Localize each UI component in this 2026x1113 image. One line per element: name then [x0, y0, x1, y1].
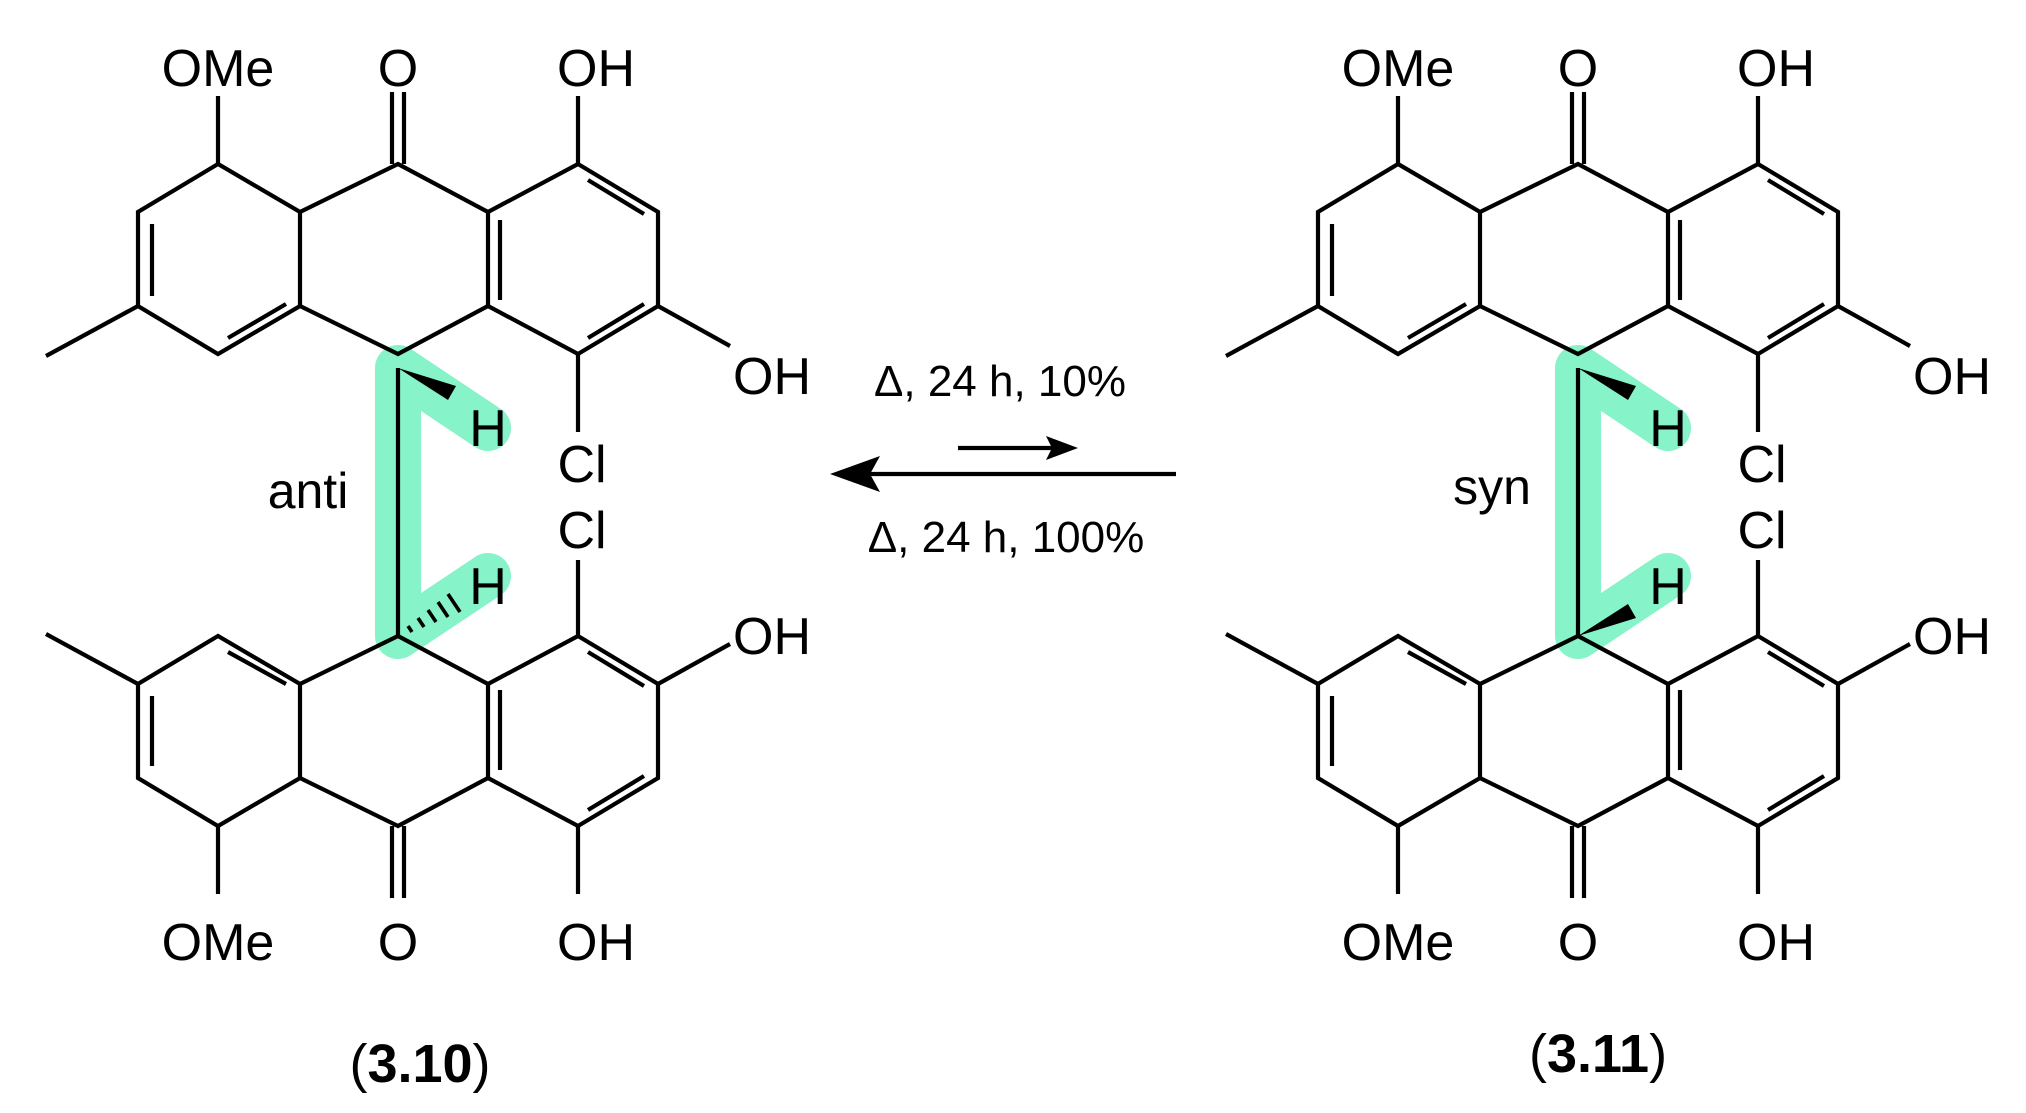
bottom-anthrone-skeleton: [1224, 560, 1912, 898]
caption-number: 3.11: [1547, 1024, 1649, 1084]
top-oh-side-label: OH: [733, 348, 811, 406]
bottom-carbonyl-o-label: O: [1558, 914, 1598, 972]
caption-number: 3.10: [367, 1034, 472, 1094]
top-anthrone-skeleton: [1224, 92, 1912, 432]
top-cl-label: Cl: [557, 436, 606, 494]
top-oh-label: OH: [1737, 40, 1815, 98]
top-h-label: H: [1649, 400, 1687, 458]
anti-label: anti: [268, 463, 349, 519]
bottom-ome-label: OMe: [162, 914, 275, 972]
top-carbonyl-o-label: O: [1558, 40, 1598, 98]
top-ome-label: OMe: [1342, 40, 1455, 98]
forward-conditions: Δ, 24 h, 10%: [874, 357, 1126, 406]
bottom-ome-label: OMe: [1342, 914, 1455, 972]
caption-paren-open: (: [349, 1034, 367, 1094]
bottom-oh-side-label: OH: [1913, 608, 1991, 666]
syn-label: syn: [1453, 459, 1531, 515]
top-ome-label: OMe: [162, 40, 275, 98]
bottom-anthrone-skeleton: [44, 560, 732, 898]
bottom-oh-label: OH: [1737, 914, 1815, 972]
bottom-carbonyl-o-label: O: [378, 914, 418, 972]
bottom-oh-side-label: OH: [733, 608, 811, 666]
top-oh-side-label: OH: [1913, 348, 1991, 406]
bottom-cl-label: Cl: [557, 502, 606, 560]
caption-paren-close: ): [473, 1034, 491, 1094]
equilibrium-arrows: Δ, 24 h, 10% Δ, 24 h, 100%: [830, 357, 1176, 562]
bottom-h-label: H: [469, 558, 507, 616]
compound-3-11: OMe O OH OH Cl H syn Cl H OH OMe O OH (3…: [1224, 40, 1991, 1084]
caption-paren-open: (: [1529, 1024, 1547, 1084]
bottom-h-label: H: [1649, 558, 1687, 616]
top-h-label: H: [469, 400, 507, 458]
compound-caption-3-10: (3.10): [349, 1034, 490, 1094]
bottom-cl-label: Cl: [1737, 502, 1786, 560]
compound-3-10: OMe O OH OH Cl H anti Cl H OH OMe O OH (…: [44, 40, 811, 1094]
top-oh-label: OH: [557, 40, 635, 98]
compound-caption-3-11: (3.11): [1529, 1024, 1667, 1084]
reverse-conditions: Δ, 24 h, 100%: [868, 513, 1144, 562]
top-cl-label: Cl: [1737, 436, 1786, 494]
top-anthrone-skeleton: [44, 92, 732, 432]
caption-paren-close: ): [1649, 1024, 1667, 1084]
top-carbonyl-o-label: O: [378, 40, 418, 98]
bottom-oh-label: OH: [557, 914, 635, 972]
